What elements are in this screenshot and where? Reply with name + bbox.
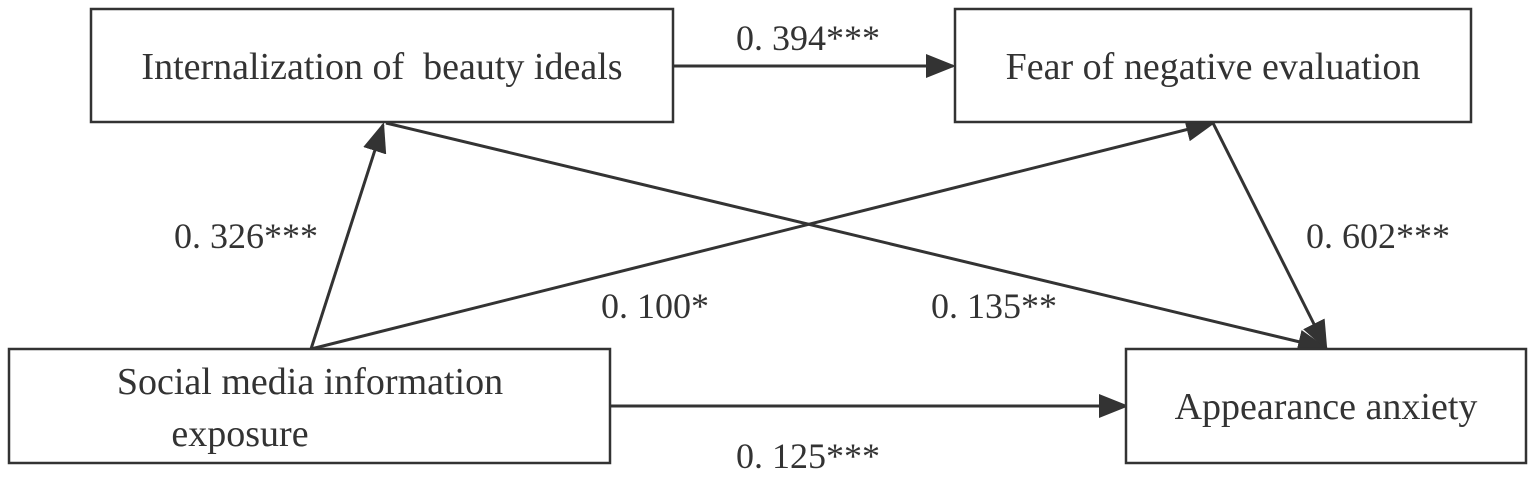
edge-social-to-fear [310, 117, 1216, 351]
node-social-media-label-line2: exposure [171, 413, 308, 455]
node-social-media: Social media information exposure [7, 347, 612, 465]
node-internalization: Internalization of beauty ideals [89, 7, 675, 124]
edge-label-fear-to-anxiety: 0. 602*** [1306, 216, 1450, 256]
edge-label-social-to-anxiety: 0. 125*** [736, 436, 880, 476]
edge-fear-to-anxiety [1211, 122, 1328, 351]
edge-internalization-to-anxiety [385, 121, 1328, 354]
edge-label-internalization-to-fear: 0. 394*** [736, 18, 880, 58]
node-anxiety: Appearance anxiety [1124, 347, 1528, 465]
edge-social-to-internalization [309, 122, 387, 350]
edge-label-internalization-to-anxiety: 0. 135** [931, 286, 1057, 326]
node-anxiety-label: Appearance anxiety [1175, 386, 1478, 428]
node-fear: Fear of negative evaluation [953, 7, 1473, 124]
node-internalization-label: Internalization of beauty ideals [141, 46, 622, 88]
edge-label-social-to-internalization: 0. 326*** [174, 216, 318, 256]
edge-label-social-to-fear: 0. 100* [601, 286, 709, 326]
node-fear-label: Fear of negative evaluation [1006, 46, 1421, 88]
node-social-media-label-line1: Social media information [117, 361, 503, 403]
